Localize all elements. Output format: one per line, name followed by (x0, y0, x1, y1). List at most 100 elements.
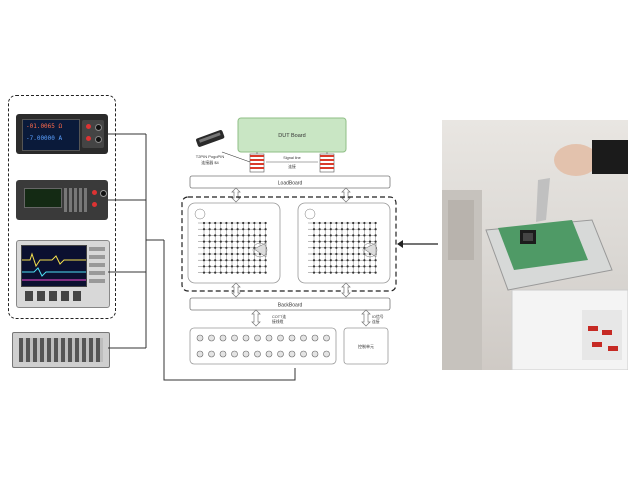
matrix-crosspoint (329, 228, 332, 231)
matrix-crosspoint (214, 252, 217, 256)
matrix-crosspoint (368, 271, 372, 274)
matrix-crosspoint (363, 221, 366, 225)
matrix-crosspoint (363, 240, 366, 243)
matrix-crosspoint (264, 265, 267, 268)
matrix-crosspoint (230, 228, 234, 231)
matrix-crosspoint (202, 234, 206, 237)
matrix-crosspoint (329, 259, 332, 262)
matrix-crosspoint (247, 259, 250, 262)
pogo-pin-connector-icon (196, 130, 225, 147)
matrix-crosspoint (374, 240, 377, 243)
matrix-crosspoint (247, 271, 250, 274)
matrix-crosspoint (329, 271, 332, 274)
matrix-crosspoint (324, 221, 327, 225)
matrix-crosspoint (312, 221, 316, 225)
matrix-crosspoint (236, 234, 239, 237)
matrix-crosspoint (225, 221, 228, 225)
matrix-crosspoint (312, 252, 316, 256)
matrix-crosspoint (352, 271, 355, 274)
test-fixture-photo (442, 120, 628, 370)
matrix-crosspoint (214, 221, 217, 225)
io-port (311, 350, 319, 358)
matrix-crosspoint (346, 265, 349, 268)
matrix-crosspoint (335, 234, 338, 237)
matrix-crosspoint (357, 271, 360, 274)
matrix-crosspoint (329, 252, 332, 256)
matrix-crosspoint (335, 246, 338, 249)
matrix-crosspoint (318, 246, 321, 249)
matrix-crosspoint (214, 234, 217, 237)
arrow-back-io-left (251, 309, 261, 327)
matrix-crosspoint (242, 240, 245, 243)
matrix-crosspoint (324, 228, 327, 231)
multimeter-instrument (16, 180, 108, 220)
source-meter-reading-1: -01.0065 Ω (26, 123, 63, 130)
matrix-crosspoint (242, 228, 245, 231)
io-port (196, 350, 204, 358)
matrix-crosspoint (312, 240, 316, 243)
matrix-crosspoint (225, 265, 228, 268)
matrix-crosspoint (214, 259, 217, 262)
io-port (265, 350, 273, 358)
matrix-crosspoint (352, 246, 355, 249)
coax-label-1: COTT连 (272, 314, 286, 319)
matrix-crosspoint (202, 246, 206, 249)
io-port (254, 350, 261, 358)
matrix-switch-symbol (363, 242, 377, 258)
matrix-crosspoint (363, 271, 366, 274)
matrix-crosspoint (247, 221, 250, 225)
matrix-crosspoint (335, 240, 338, 243)
io-port (323, 334, 330, 342)
matrix-crosspoint (219, 240, 222, 243)
matrix-crosspoint (352, 234, 355, 237)
pogo-leader-line (221, 151, 251, 163)
matrix-crosspoint (242, 221, 245, 225)
matrix-crosspoint (357, 240, 360, 243)
matrix-crosspoint (208, 234, 211, 237)
matrix-crosspoint (368, 240, 372, 243)
back-board-label: BackBoard (278, 303, 303, 309)
matrix-crosspoint (247, 265, 250, 268)
multimeter-keys (64, 188, 88, 212)
matrix-switch-ring (362, 242, 378, 258)
multimeter-terminal-red (92, 190, 97, 195)
matrix-crosspoint (357, 221, 360, 225)
io-port (219, 334, 227, 342)
matrix-crosspoint (219, 228, 222, 231)
matrix-crosspoint (363, 228, 366, 231)
matrix-crosspoint (236, 252, 239, 256)
matrix-crosspoint (340, 265, 344, 268)
matrix-crosspoint (202, 265, 206, 268)
io-port (254, 334, 261, 342)
matrix-crosspoint (253, 221, 256, 225)
matrix-crosspoint (368, 221, 372, 225)
matrix-crosspoint (208, 252, 211, 256)
matrix-crosspoint (242, 252, 245, 256)
matrix-crosspoint (368, 234, 372, 237)
matrix-crosspoint (202, 259, 206, 262)
matrix-crosspoint (374, 234, 377, 237)
matrix-crosspoint (340, 234, 344, 237)
matrix-crosspoint (357, 246, 360, 249)
matrix-crosspoint (264, 234, 267, 237)
matrix-crosspoint (318, 265, 321, 268)
matrix-crosspoint (236, 259, 239, 262)
matrix-crosspoint (202, 240, 206, 243)
pxi-chassis-slots (19, 338, 103, 362)
matrix-crosspoint (253, 228, 256, 231)
matrix-crosspoint (340, 228, 344, 231)
matrix-crosspoint (258, 259, 262, 262)
matrix-crosspoint (230, 234, 234, 237)
io-port (277, 350, 284, 358)
arrow-load-matrix-left (231, 187, 241, 203)
matrix-switch-symbol (253, 242, 267, 258)
matrix-crosspoint (329, 221, 332, 225)
matrix-crosspoint (357, 228, 360, 231)
matrix-crosspoint (324, 246, 327, 249)
io-connector-panel (189, 327, 337, 365)
matrix-crosspoint (230, 265, 234, 268)
matrix-crosspoint (363, 234, 366, 237)
control-unit-label: 控制单元 (358, 343, 374, 349)
matrix-crosspoint (258, 228, 262, 231)
matrix-crosspoint (225, 252, 228, 256)
